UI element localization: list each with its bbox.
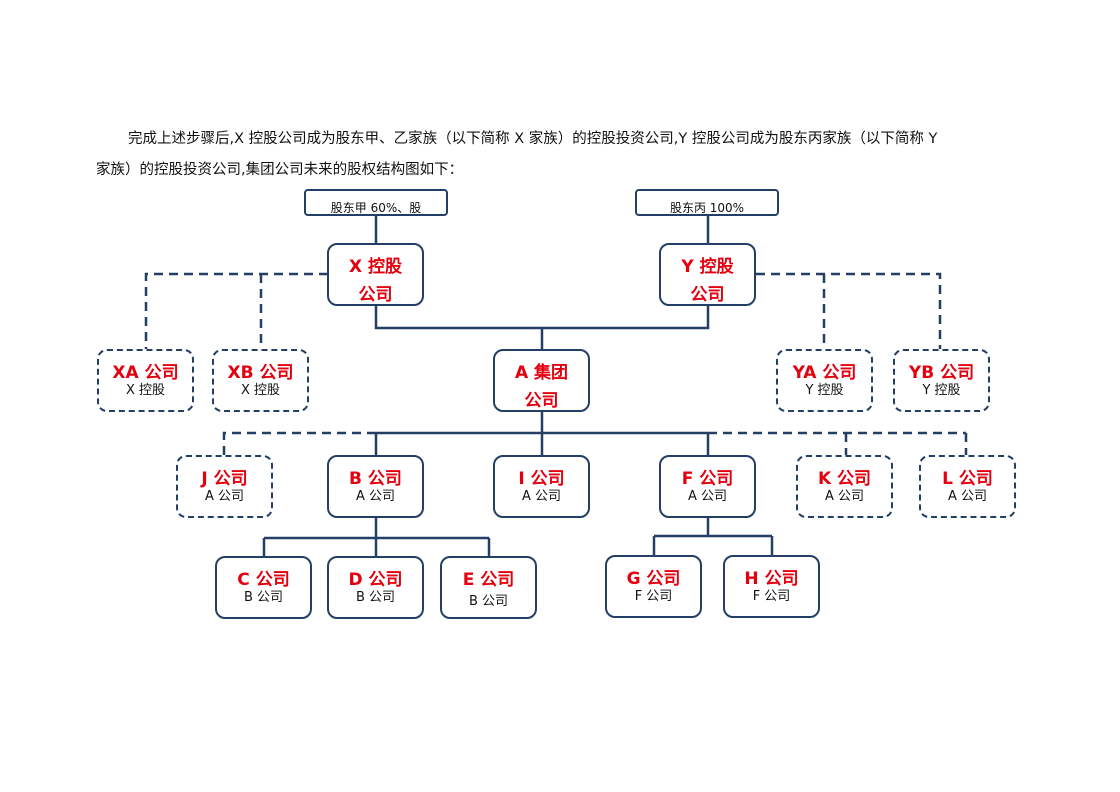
h-sub: F 公司 bbox=[752, 589, 791, 604]
y-holding-box: Y 控股 公司 bbox=[659, 243, 756, 306]
xb-title: XB 公司 bbox=[227, 363, 294, 383]
a-group-sub: 公司 bbox=[524, 391, 559, 411]
a-group-box: A 集团 公司 bbox=[493, 349, 590, 412]
c-title: C 公司 bbox=[237, 570, 290, 590]
b-sub: A 公司 bbox=[355, 489, 396, 504]
a-group-title: A 集团 bbox=[514, 363, 569, 383]
d-sub: B 公司 bbox=[355, 590, 396, 605]
ya-title: YA 公司 bbox=[792, 363, 857, 383]
intro-line-1: 完成上述步骤后,X 控股公司成为股东甲、乙家族（以下简称 X 家族）的控股投资公… bbox=[128, 131, 938, 147]
c-box: C 公司 B 公司 bbox=[215, 556, 312, 619]
b-title: B 公司 bbox=[349, 469, 402, 489]
e-title: E 公司 bbox=[462, 570, 515, 590]
k-title: K 公司 bbox=[817, 469, 872, 489]
ya-sub: Y 控股 bbox=[805, 383, 844, 398]
x-holding-box: X 控股 公司 bbox=[327, 243, 424, 306]
x-holding-sub: 公司 bbox=[358, 285, 393, 305]
x-holding-title: X 控股 bbox=[348, 257, 403, 277]
ya-box: YA 公司 Y 控股 bbox=[776, 349, 873, 412]
intro-line-2: 家族）的控股投资公司,集团公司未来的股权结构图如下： bbox=[96, 162, 464, 178]
shareholder-y-label: 股东丙 100% bbox=[669, 201, 745, 215]
l-title: L 公司 bbox=[942, 469, 993, 489]
l-box: L 公司 A 公司 bbox=[919, 455, 1016, 518]
g-title: G 公司 bbox=[626, 569, 681, 589]
f-title: F 公司 bbox=[681, 469, 734, 489]
h-box: H 公司 F 公司 bbox=[723, 555, 820, 618]
xa-title: XA 公司 bbox=[112, 363, 179, 383]
yb-sub: Y 控股 bbox=[922, 383, 961, 398]
i-box: I 公司 A 公司 bbox=[493, 455, 590, 518]
c-sub: B 公司 bbox=[243, 590, 284, 605]
shareholder-x-label: 股东甲 60%、股 bbox=[330, 201, 422, 215]
b-box: B 公司 A 公司 bbox=[327, 455, 424, 518]
yb-title: YB 公司 bbox=[908, 363, 975, 383]
shareholder-x-box: 股东甲 60%、股 bbox=[304, 189, 448, 216]
l-sub: A 公司 bbox=[947, 489, 988, 504]
j-box: J 公司 A 公司 bbox=[176, 455, 273, 518]
j-sub: A 公司 bbox=[204, 489, 245, 504]
h-title: H 公司 bbox=[744, 569, 799, 589]
g-box: G 公司 F 公司 bbox=[605, 555, 702, 618]
d-box: D 公司 B 公司 bbox=[327, 556, 424, 619]
xa-sub: X 控股 bbox=[125, 383, 166, 398]
e-sub: B 公司 bbox=[468, 594, 509, 609]
f-box: F 公司 A 公司 bbox=[659, 455, 756, 518]
xa-box: XA 公司 X 控股 bbox=[97, 349, 194, 412]
intro-paragraph: 完成上述步骤后,X 控股公司成为股东甲、乙家族（以下简称 X 家族）的控股投资公… bbox=[96, 124, 1020, 186]
j-title: J 公司 bbox=[201, 469, 248, 489]
xb-box: XB 公司 X 控股 bbox=[212, 349, 309, 412]
i-title: I 公司 bbox=[518, 469, 565, 489]
e-box: E 公司 B 公司 bbox=[440, 556, 537, 619]
i-sub: A 公司 bbox=[521, 489, 562, 504]
g-sub: F 公司 bbox=[634, 589, 673, 604]
f-sub: A 公司 bbox=[687, 489, 728, 504]
yb-box: YB 公司 Y 控股 bbox=[893, 349, 990, 412]
k-sub: A 公司 bbox=[824, 489, 865, 504]
d-title: D 公司 bbox=[348, 570, 403, 590]
xb-sub: X 控股 bbox=[240, 383, 281, 398]
y-holding-sub: 公司 bbox=[690, 285, 725, 305]
k-box: K 公司 A 公司 bbox=[796, 455, 893, 518]
shareholder-y-box: 股东丙 100% bbox=[635, 189, 779, 216]
y-holding-title: Y 控股 bbox=[681, 257, 734, 277]
